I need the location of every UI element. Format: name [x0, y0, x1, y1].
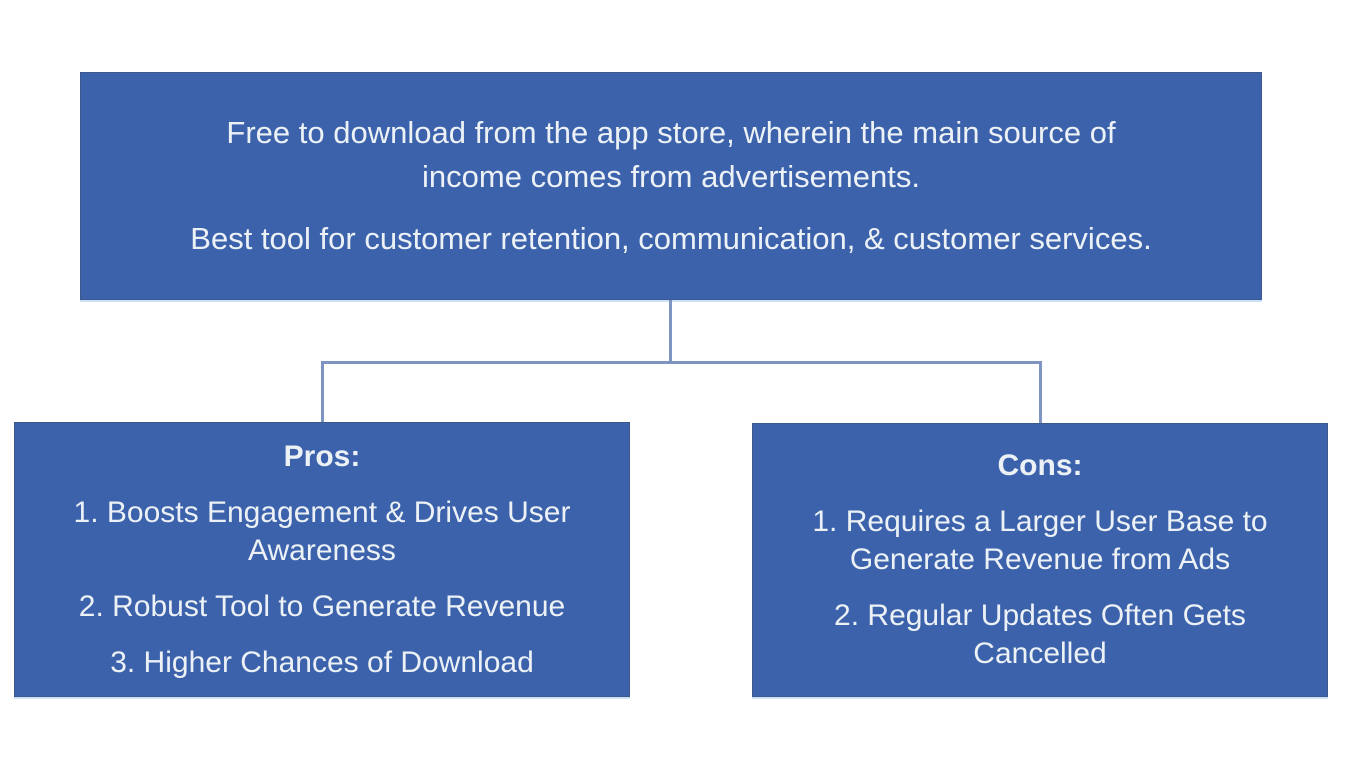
pros-item-2: 2. Robust Tool to Generate Revenue: [79, 588, 565, 626]
pros-item-1: 1. Boosts Engagement & Drives User Aware…: [74, 494, 571, 570]
root-paragraph-1-line-1: Free to download from the app store, whe…: [226, 115, 1116, 150]
connector-drop-pros: [321, 361, 324, 422]
cons-item-1: 1. Requires a Larger User Base to Genera…: [812, 503, 1267, 579]
pros-item-3-line-1: 3. Higher Chances of Download: [110, 645, 534, 679]
cons-title: Cons:: [997, 449, 1083, 482]
connector-drop-cons: [1039, 361, 1042, 423]
pros-item-3: 3. Higher Chances of Download: [110, 644, 534, 682]
connector-rail: [321, 361, 1042, 364]
cons-item-2-line-1: 2. Regular Updates Often Gets: [834, 599, 1246, 632]
pros-item-1-line-1: 1. Boosts Engagement & Drives User: [73, 495, 571, 529]
root-paragraph-2: Best tool for customer retention, commun…: [190, 217, 1151, 261]
root-paragraph-1: Free to download from the app store, whe…: [226, 111, 1115, 199]
pros-item-2-line-1: 2. Robust Tool to Generate Revenue: [78, 589, 566, 623]
pros-item-1-line-2: Awareness: [248, 533, 396, 567]
cons-item-1-line-1: 1. Requires a Larger User Base to: [812, 505, 1268, 538]
cons-item-1-line-2: Generate Revenue from Ads: [849, 543, 1231, 576]
pros-title: Pros:: [283, 439, 361, 473]
root-summary-box: Free to download from the app store, whe…: [80, 72, 1262, 300]
connector-stem: [669, 300, 672, 362]
cons-item-2-line-2: Cancelled: [973, 637, 1107, 670]
root-paragraph-1-line-2: income comes from advertisements.: [422, 159, 920, 194]
cons-item-2: 2. Regular Updates Often Gets Cancelled: [834, 597, 1246, 673]
pros-box: Pros: 1. Boosts Engagement & Drives User…: [14, 422, 630, 697]
cons-box: Cons: 1. Requires a Larger User Base to …: [752, 423, 1328, 697]
root-paragraph-2-line-1: Best tool for customer retention, commun…: [190, 221, 1152, 256]
